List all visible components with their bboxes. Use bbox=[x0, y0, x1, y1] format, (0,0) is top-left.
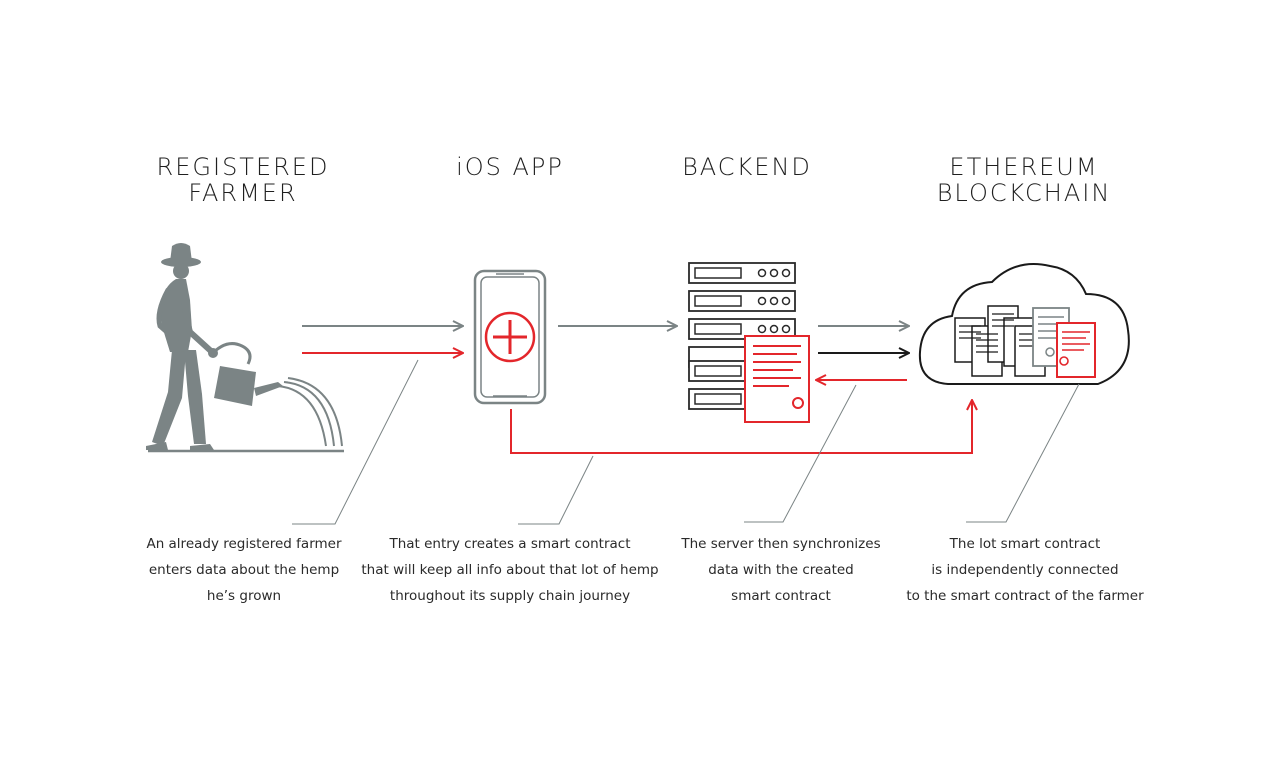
caption-line: enters data about the hemp bbox=[148, 562, 340, 578]
leader-line-backend bbox=[744, 384, 857, 523]
caption-line: data with the created bbox=[708, 562, 854, 578]
leader-line-farmer bbox=[292, 359, 419, 525]
caption-ethereum-blockchain: The lot smart contract is independently … bbox=[865, 531, 1185, 609]
caption-registered-farmer: An already registered farmer enters data… bbox=[84, 531, 404, 609]
leader-line-ios bbox=[518, 455, 594, 525]
caption-line: to the smart contract of the farmer bbox=[906, 588, 1144, 604]
caption-line: An already registered farmer bbox=[146, 536, 342, 552]
smartphone-plus-icon bbox=[473, 269, 547, 405]
stage-title-line: FARMER bbox=[188, 179, 298, 207]
caption-line: throughout its supply chain journey bbox=[389, 588, 631, 604]
stage-title-line: ETHEREUM bbox=[949, 153, 1099, 181]
caption-line: That entry creates a smart contract bbox=[389, 536, 631, 552]
caption-line: The server then synchronizes bbox=[681, 536, 881, 552]
stage-title-line: BACKEND bbox=[682, 153, 812, 181]
stage-title-backend: BACKEND bbox=[617, 154, 877, 180]
app-to-blockchain-red-connector bbox=[510, 400, 972, 454]
cloud-contracts-icon bbox=[918, 263, 1130, 385]
caption-ios-app: That entry creates a smart contract that… bbox=[350, 531, 670, 609]
caption-line: The lot smart contract bbox=[949, 536, 1101, 552]
caption-backend: The server then synchronizes data with t… bbox=[621, 531, 941, 609]
farmer-watering-icon bbox=[146, 243, 344, 453]
stage-title-ios-app: iOS APP bbox=[380, 154, 640, 180]
stage-title-line: REGISTERED bbox=[156, 153, 330, 181]
stage-title-line: BLOCKCHAIN bbox=[936, 179, 1112, 207]
stage-title-registered-farmer: REGISTERED FARMER bbox=[113, 154, 373, 206]
server-rack-icon bbox=[688, 262, 810, 423]
caption-line: smart contract bbox=[731, 588, 831, 604]
caption-line: that will keep all info about that lot o… bbox=[361, 562, 659, 578]
caption-line: he’s grown bbox=[206, 588, 282, 604]
stage-title-line: iOS APP bbox=[456, 153, 564, 181]
stage-title-ethereum-blockchain: ETHEREUM BLOCKCHAIN bbox=[894, 154, 1154, 206]
leader-line-ethereum bbox=[966, 383, 1080, 523]
caption-line: is independently connected bbox=[931, 562, 1119, 578]
